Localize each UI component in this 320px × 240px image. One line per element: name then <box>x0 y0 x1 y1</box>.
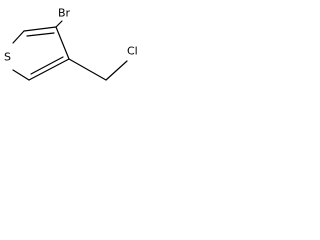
bond-c5-s <box>12 69 30 81</box>
molecule-structure: S Br Cl <box>4 7 138 81</box>
bond-c2-s <box>12 30 25 44</box>
bond-ch2-cl <box>105 60 128 81</box>
bond-c4-ch2 <box>68 58 107 81</box>
sulfur-label: S <box>4 51 11 64</box>
bond-c2-c3-double <box>26 32 55 37</box>
chlorine-label: Cl <box>127 45 138 58</box>
bond-c2-c3 <box>23 26 57 32</box>
bromine-label: Br <box>58 7 71 20</box>
bond-c4-c5-double <box>30 56 64 75</box>
bond-c4-c5 <box>28 58 70 81</box>
bond-c3-br <box>55 20 63 28</box>
thiophene-ring <box>12 26 70 81</box>
bond-c3-c4 <box>55 26 70 60</box>
